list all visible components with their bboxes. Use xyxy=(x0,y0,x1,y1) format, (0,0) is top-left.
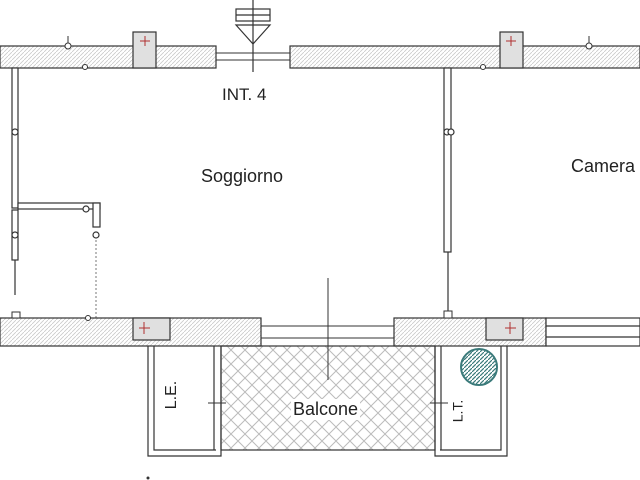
column-top-left xyxy=(132,31,157,69)
room-label-balcone: Balcone xyxy=(291,399,361,420)
wall-fixtures-bottom xyxy=(11,310,453,321)
dot-marker xyxy=(146,476,150,480)
center-partition xyxy=(443,67,455,316)
entrance-symbol xyxy=(234,0,272,72)
room-label-soggiorno: Soggiorno xyxy=(201,166,284,186)
left-partition xyxy=(11,67,101,295)
unit-label: INT. 4 xyxy=(222,85,267,104)
column-top-right xyxy=(499,31,524,69)
column-bottom-left xyxy=(132,317,171,341)
wall-fixtures-top xyxy=(64,36,593,70)
room-label-camera: Camera xyxy=(571,156,636,176)
bottom-wall xyxy=(0,317,640,347)
room-label-le: L.E. xyxy=(163,380,181,410)
top-wall xyxy=(0,45,640,69)
room-label-lt: L.T. xyxy=(449,399,466,423)
vent-icon xyxy=(460,348,498,386)
column-bottom-right xyxy=(485,317,524,341)
